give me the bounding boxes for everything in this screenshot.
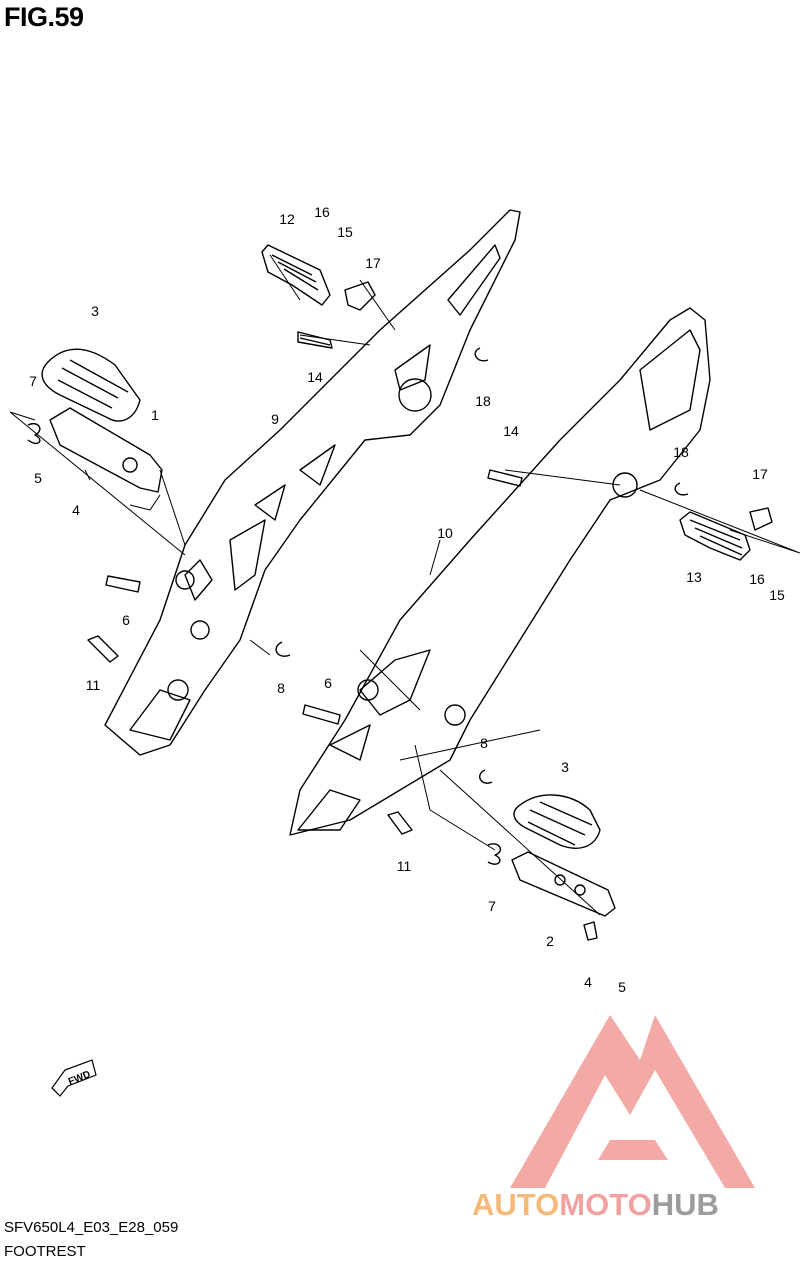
bolt-11-left xyxy=(87,635,119,663)
callout-8: 8 xyxy=(277,680,285,696)
callout-15: 15 xyxy=(337,224,353,240)
callout-4b: 4 xyxy=(584,974,592,990)
plate-17-left xyxy=(344,281,376,311)
rear-footpeg-right xyxy=(679,511,751,561)
callout-11: 11 xyxy=(86,677,101,693)
left-footrest-bracket xyxy=(104,209,521,756)
callout-12: 12 xyxy=(279,211,295,227)
rear-footpeg-left xyxy=(261,244,331,306)
clip-8-left xyxy=(275,641,291,657)
callout-14: 14 xyxy=(307,369,323,385)
watermark-hub: HUB xyxy=(652,1187,719,1222)
figure-title: FIG.59 xyxy=(4,2,84,32)
callout-18: 18 xyxy=(475,393,491,409)
callout-3: 3 xyxy=(91,303,99,319)
callout-5b: 5 xyxy=(618,979,626,995)
callout-2: 2 xyxy=(546,933,554,949)
callout-17b: 17 xyxy=(752,466,768,482)
watermark-auto: AUTO xyxy=(472,1187,559,1222)
svg-text:AUTOMOTOHUB: AUTOMOTOHUB xyxy=(472,1187,719,1222)
callout-7: 7 xyxy=(29,373,37,389)
diagram-code: SFV650L4_E03_E28_059 xyxy=(4,1219,179,1236)
bolt-11-right xyxy=(387,811,413,835)
callout-4: 4 xyxy=(72,502,80,518)
pin-14-lower xyxy=(487,469,523,487)
spring-left xyxy=(27,423,41,444)
callout-7b: 7 xyxy=(488,898,496,914)
callout-11b: 11 xyxy=(397,858,412,874)
automotohub-watermark: AUTOMOTOHUB xyxy=(472,1015,755,1222)
footpeg-rubber-right xyxy=(513,794,601,849)
callout-13: 13 xyxy=(686,569,702,585)
callout-8b: 8 xyxy=(480,735,488,751)
pin-6-right xyxy=(302,704,341,725)
callout-3b: 3 xyxy=(561,759,569,775)
callout-6b: 6 xyxy=(324,675,332,691)
callout-18b: 18 xyxy=(673,444,689,460)
diagram-name: FOOTREST xyxy=(4,1243,86,1260)
watermark-moto: MOTO xyxy=(559,1187,651,1222)
right-footrest-bracket xyxy=(289,307,711,836)
callout-10: 10 xyxy=(437,525,453,541)
pin-14-upper xyxy=(297,331,333,349)
callout-6: 6 xyxy=(122,612,130,628)
plate-17-right xyxy=(749,507,773,531)
callout-1: 1 xyxy=(151,407,159,423)
callout-16: 16 xyxy=(314,204,330,220)
callout-9: 9 xyxy=(271,411,279,427)
clip-8-right xyxy=(479,769,493,784)
callout-5: 5 xyxy=(34,470,42,486)
callout-15b: 15 xyxy=(769,587,785,603)
callout-16b: 16 xyxy=(749,571,765,587)
fwd-arrow-icon: FWD xyxy=(51,1059,97,1097)
callout-17: 17 xyxy=(365,255,381,271)
callout-14b: 14 xyxy=(503,423,519,439)
front-footpeg-right xyxy=(511,851,616,917)
clip-18-right xyxy=(674,482,689,496)
clip-18-left xyxy=(474,347,489,362)
spring-right xyxy=(487,843,502,865)
front-footpeg-left xyxy=(49,407,163,493)
bolt-4 xyxy=(583,921,598,941)
pin-6-left xyxy=(105,575,141,593)
watermark-logo-icon xyxy=(510,1015,755,1188)
footpeg-rubber-left xyxy=(41,348,141,422)
